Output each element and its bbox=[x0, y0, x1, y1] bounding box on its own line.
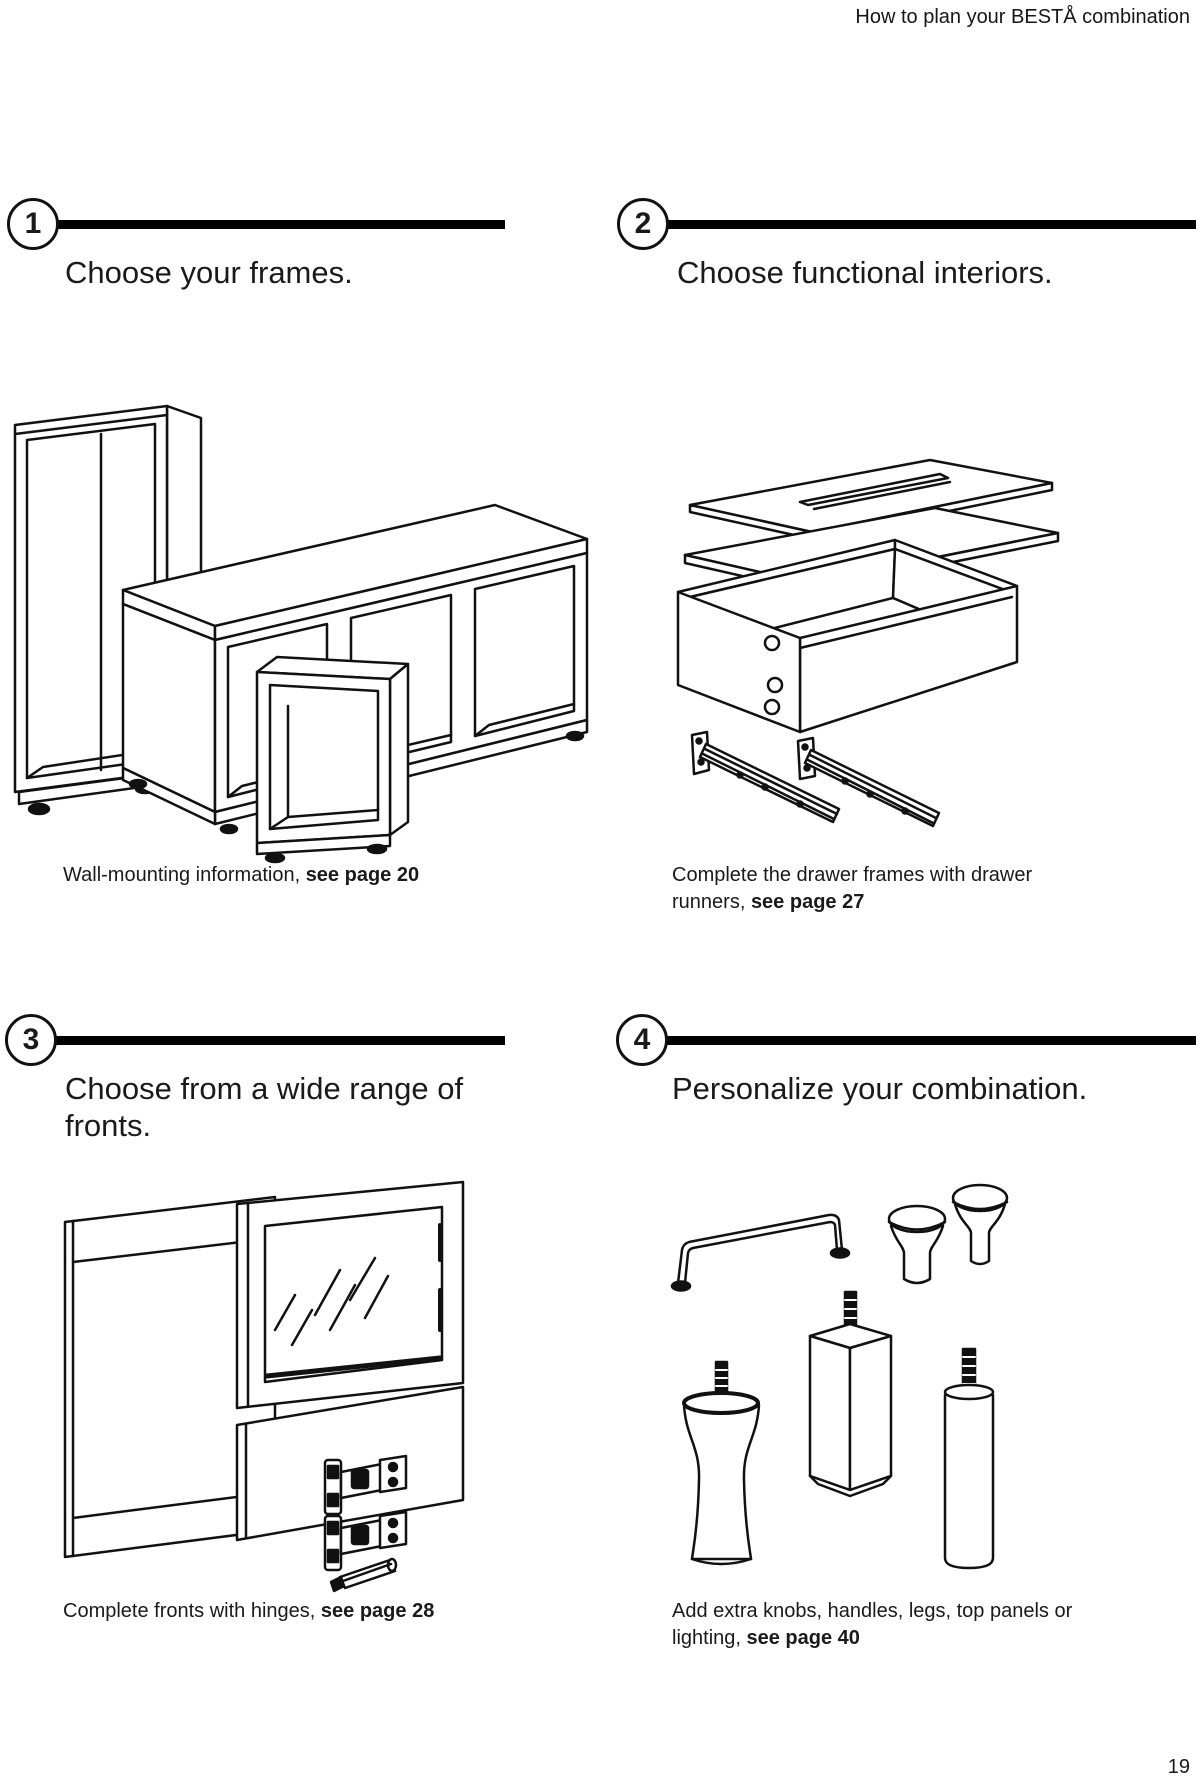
knob-drawing bbox=[951, 1183, 1009, 1266]
step-4-title: Personalize your combination. bbox=[672, 1071, 1088, 1106]
step-4-caption-text: Add extra knobs, handles, legs, top pane… bbox=[672, 1600, 1073, 1649]
step-2-drawer-illustration bbox=[676, 458, 1060, 828]
step-2-number: 2 bbox=[634, 207, 652, 240]
step-4-accessories-illustration bbox=[670, 1183, 1009, 1570]
step-3-number: 3 bbox=[22, 1023, 40, 1056]
step-1-caption-page-ref: see page 20 bbox=[305, 864, 420, 886]
glass-reflection-marks bbox=[273, 1256, 390, 1347]
step-3-title: Choose from a wide range of fronts. bbox=[65, 1071, 464, 1143]
page-number: 19 bbox=[1167, 1756, 1190, 1778]
drawer-runner-drawing bbox=[690, 730, 841, 824]
drawer-front-drawing bbox=[235, 1385, 465, 1542]
drawer-runner-drawing bbox=[796, 736, 941, 828]
step-4-caption-page-ref: see page 40 bbox=[746, 1627, 860, 1649]
step-1-number: 1 bbox=[24, 207, 42, 240]
step-1-rule bbox=[48, 220, 505, 229]
step-1-number-badge: 1 bbox=[7, 198, 59, 250]
knob-drawing bbox=[887, 1204, 947, 1285]
step-3-rule bbox=[46, 1036, 505, 1045]
step-2-caption-page-ref: see page 27 bbox=[750, 891, 865, 913]
round-leg-drawing bbox=[943, 1347, 995, 1570]
step-2-caption: Complete the drawer frames with drawer r… bbox=[672, 862, 1072, 916]
step-3-caption-page-ref: see page 28 bbox=[320, 1600, 435, 1622]
step-3-caption: Complete fronts with hinges, see page 28 bbox=[63, 1598, 543, 1625]
step-3-caption-text: Complete fronts with hinges, bbox=[63, 1600, 321, 1622]
step-4-rule bbox=[660, 1036, 1196, 1045]
step-3-number-badge: 3 bbox=[5, 1014, 57, 1066]
drawer-box-drawing bbox=[676, 538, 1019, 734]
step-2-number-badge: 2 bbox=[617, 198, 669, 250]
step-3-fronts-illustration bbox=[63, 1180, 465, 1593]
cone-leg-drawing bbox=[682, 1360, 761, 1566]
glass-door-front-drawing bbox=[235, 1180, 465, 1410]
page-header-title: How to plan your BESTÅ combination bbox=[855, 6, 1190, 28]
hinge-drawing bbox=[323, 1454, 408, 1516]
square-leg-drawing bbox=[808, 1290, 893, 1498]
step-1-caption-text: Wall-mounting information, bbox=[63, 864, 306, 886]
handle-drawing bbox=[670, 1213, 851, 1292]
damper-drawing bbox=[329, 1557, 398, 1593]
step-1-caption: Wall-mounting information, see page 20 bbox=[63, 862, 533, 889]
step-2-caption-text: Complete the drawer frames with drawer r… bbox=[672, 864, 1033, 913]
step-1-frames-illustration bbox=[13, 404, 589, 864]
step-2-title: Choose functional interiors. bbox=[677, 255, 1053, 290]
cube-frame-drawing bbox=[255, 655, 410, 864]
step-4-caption: Add extra knobs, handles, legs, top pane… bbox=[672, 1598, 1132, 1652]
step-4-number: 4 bbox=[633, 1023, 651, 1056]
step-4-number-badge: 4 bbox=[616, 1014, 668, 1066]
step-2-rule bbox=[662, 220, 1196, 229]
step-1-title: Choose your frames. bbox=[65, 255, 353, 290]
